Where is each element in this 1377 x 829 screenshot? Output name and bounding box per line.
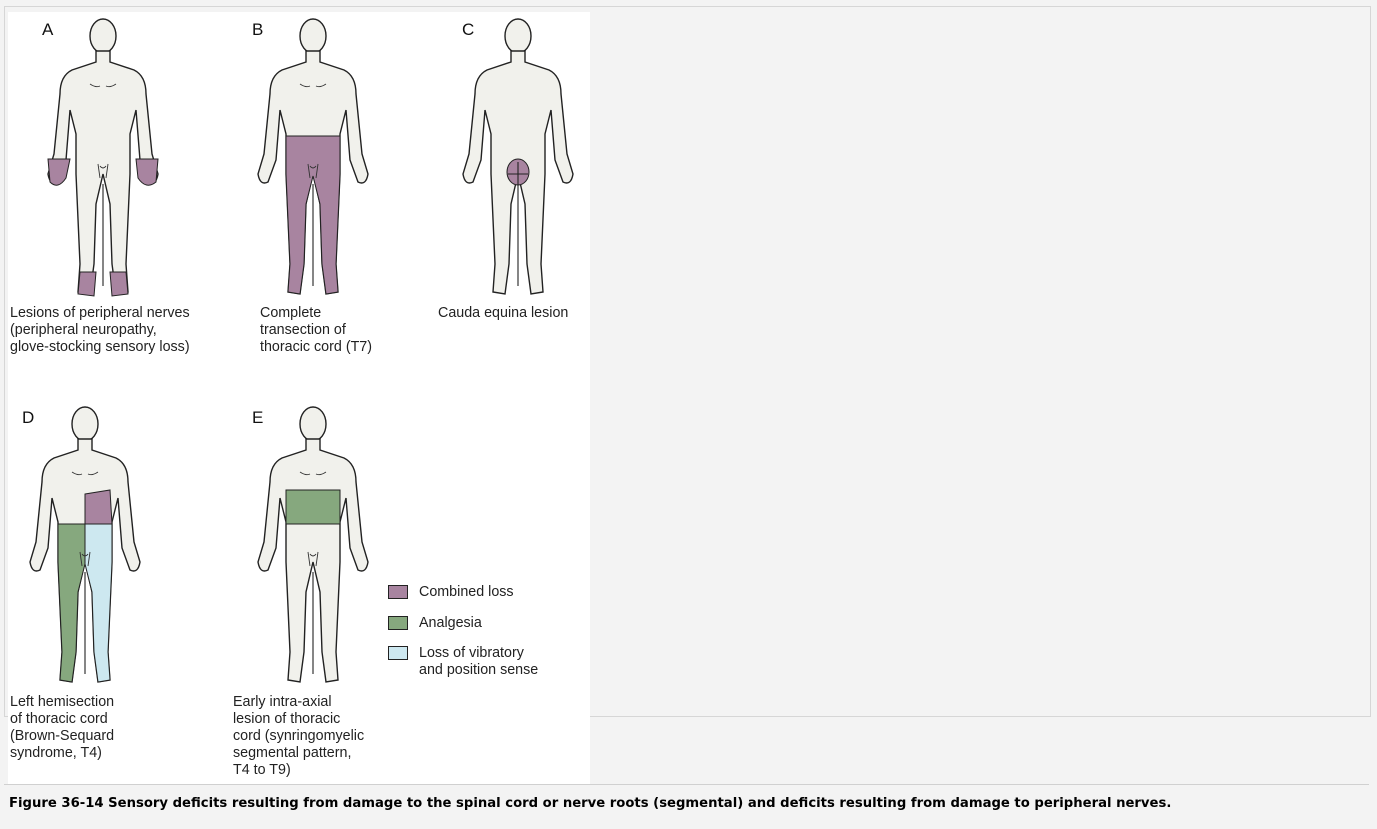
panel-a-body-figure [38,14,168,306]
figure-image: A Lesions of peripheral nerves (peripher… [8,12,590,784]
panel-d-analgesia-region [58,524,85,682]
panel-a-left-glove [48,159,70,185]
panel-b-caption: Complete transection of thoracic cord (T… [260,305,372,356]
legend-label-analgesia: Analgesia [419,615,482,632]
panel-b-body-figure [248,14,378,306]
panel-c-body-figure [453,14,583,306]
panel-e-body-figure [248,402,378,694]
panel-a-right-glove [136,159,158,185]
figure-caption: Figure 36-14 Sensory deficits resulting … [9,796,1171,811]
panel-c-caption: Cauda equina lesion [438,305,568,322]
panel-a-right-stocking [110,272,128,296]
panel-d-vibration-loss-region [85,524,112,682]
legend-label-combined-loss: Combined loss [419,584,514,601]
panel-a-caption: Lesions of peripheral nerves (peripheral… [10,305,190,356]
panel-a-left-stocking [78,272,96,296]
panel-d-body-figure [20,402,150,694]
legend-swatch-vibration-loss [388,646,408,660]
panel-d-caption: Left hemisection of thoracic cord (Brown… [10,694,114,762]
legend-swatch-analgesia [388,616,408,630]
panel-d-combined-loss-region [85,490,112,524]
caption-bar: Figure 36-14 Sensory deficits resulting … [4,784,1369,815]
legend-label-vibration-loss: Loss of vibratory and position sense [419,645,538,679]
legend-swatch-combined-loss [388,585,408,599]
panel-e-caption: Early intra-axial lesion of thoracic cor… [233,694,364,779]
panel-e-analgesia-band [286,490,340,524]
